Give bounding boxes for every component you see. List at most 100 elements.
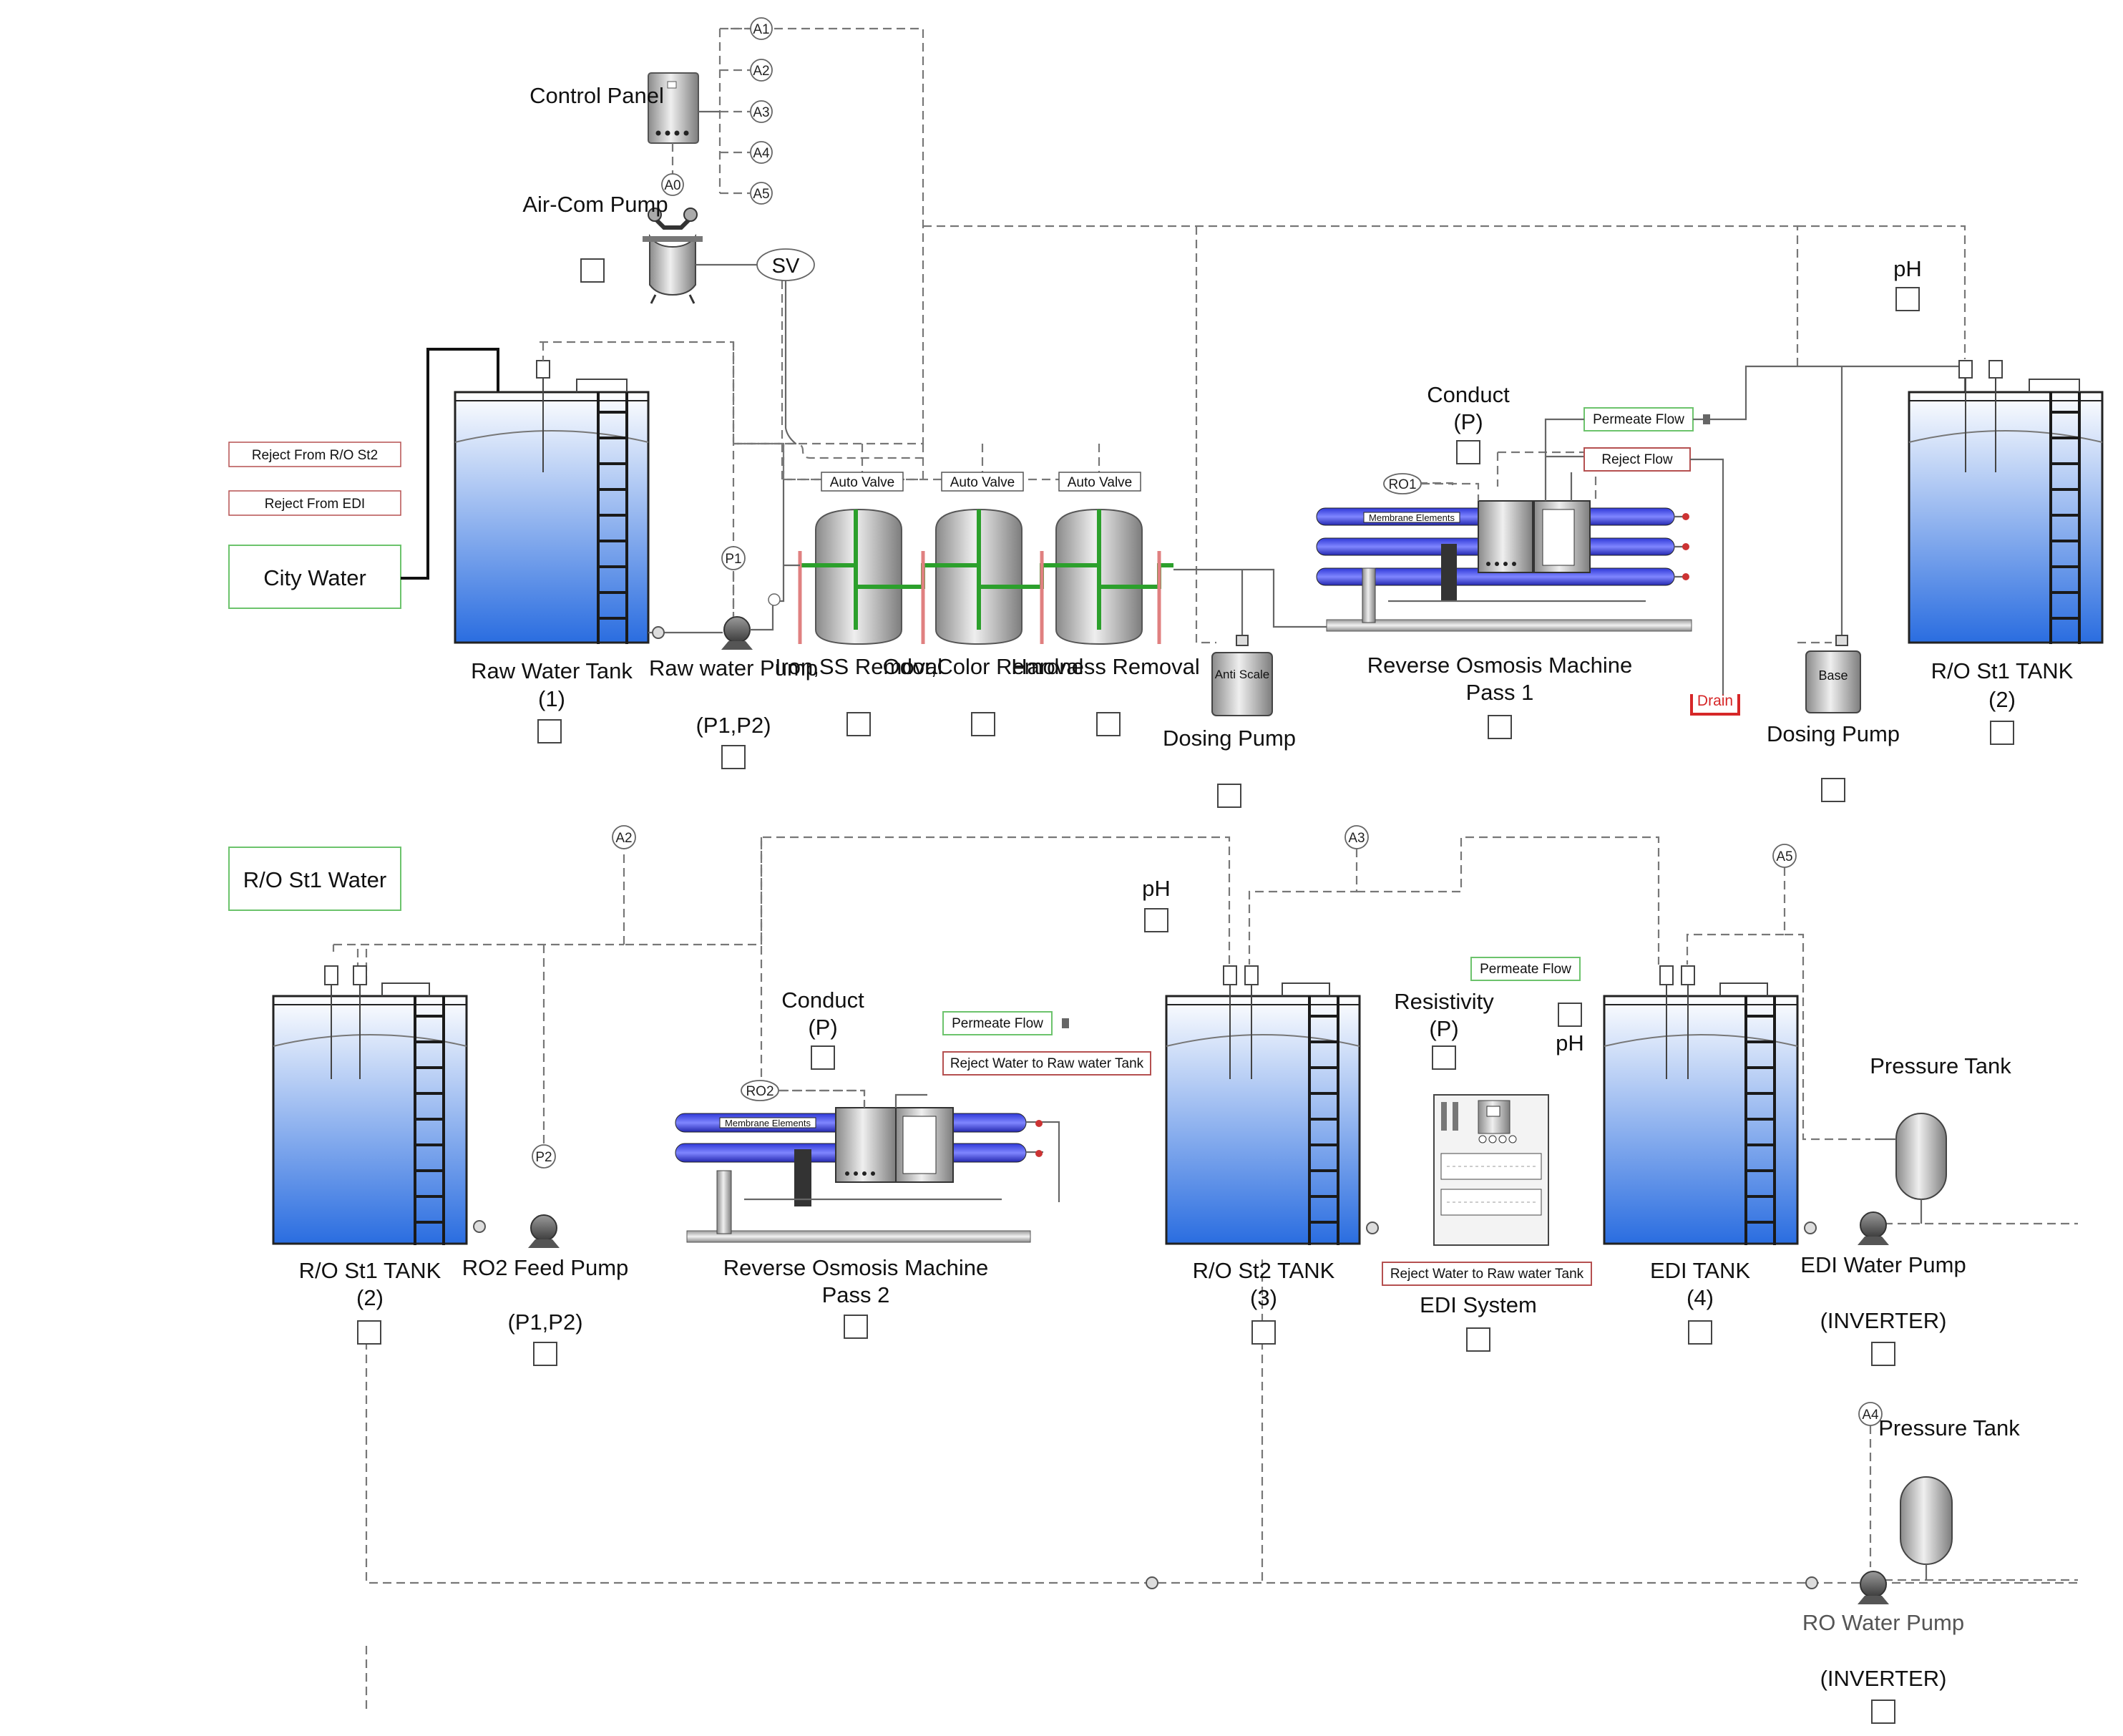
svg-text:A2: A2 bbox=[753, 64, 769, 79]
raw-water-pump-label: Raw water Pump bbox=[649, 655, 818, 681]
valve-icon bbox=[1366, 1221, 1379, 1234]
analyzer-tag-a3-b: A3 bbox=[1344, 825, 1369, 849]
ph-2-label: pH bbox=[1142, 876, 1171, 901]
svg-text:A5: A5 bbox=[753, 187, 769, 202]
checkbox-conduct-1[interactable] bbox=[1456, 440, 1480, 464]
resistivity-sub: (P) bbox=[1429, 1016, 1458, 1041]
checkbox-ro-st1-top[interactable] bbox=[1990, 721, 2014, 745]
svg-text:Permeate Flow: Permeate Flow bbox=[1480, 962, 1571, 977]
dosing-pump-1-label: Dosing Pump bbox=[1163, 726, 1296, 751]
checkbox-ro2-feed[interactable] bbox=[533, 1342, 557, 1366]
filter-vessel-hardness bbox=[979, 508, 1173, 645]
checkbox-edi-tank[interactable] bbox=[1688, 1320, 1712, 1345]
svg-text:Reject Water to Raw water Tank: Reject Water to Raw water Tank bbox=[1390, 1267, 1584, 1282]
checkbox-raw-water-tank[interactable] bbox=[537, 719, 562, 743]
valve-tag-p2: P2 bbox=[532, 1144, 556, 1169]
checkbox-ph-3[interactable] bbox=[1558, 1003, 1582, 1027]
ro-st1-tank-bottom bbox=[272, 965, 468, 1245]
checkbox-ph-1[interactable] bbox=[1895, 287, 1920, 311]
checkbox-ro-pump[interactable] bbox=[1871, 1700, 1895, 1724]
svg-text:RO2: RO2 bbox=[746, 1084, 773, 1099]
valve-icon bbox=[473, 1220, 486, 1233]
reject-to-raw-2-box: Reject Water to Raw water Tank bbox=[1382, 1262, 1592, 1286]
analyzer-tag-a4-b: A4 bbox=[1858, 1402, 1883, 1426]
checkbox-odor[interactable] bbox=[971, 712, 995, 736]
checkbox-ph-2[interactable] bbox=[1144, 908, 1168, 932]
svg-text:A1: A1 bbox=[753, 22, 769, 37]
drain-symbol: Drain bbox=[1690, 693, 1740, 716]
svg-text:A5: A5 bbox=[1776, 849, 1792, 864]
reject-flow-box: Reject Flow bbox=[1583, 447, 1724, 696]
ro-machine-pass-1: Membrane Elements bbox=[1316, 455, 1692, 632]
raw-water-tank-label: Raw Water Tank bbox=[471, 658, 633, 683]
filter-vessel-odor bbox=[856, 508, 1023, 645]
pressure-tank-2 bbox=[1900, 1476, 1953, 1580]
svg-text:SV: SV bbox=[772, 255, 800, 278]
valve-icon bbox=[1805, 1576, 1818, 1589]
svg-text:City Water: City Water bbox=[263, 565, 366, 590]
edi-tank bbox=[1603, 965, 1799, 1245]
svg-text:RO1: RO1 bbox=[1388, 477, 1416, 492]
svg-text:Permeate Flow: Permeate Flow bbox=[952, 1016, 1043, 1031]
edi-system-cabinet bbox=[1433, 1094, 1549, 1246]
svg-text:A4: A4 bbox=[1862, 1408, 1879, 1423]
permeate-flow-2-box: Permeate Flow bbox=[942, 1011, 1069, 1035]
ro-water-pump-label: RO Water Pump bbox=[1802, 1610, 1964, 1635]
svg-text:Reject Water to Raw water Tank: Reject Water to Raw water Tank bbox=[950, 1056, 1144, 1071]
edi-water-pump bbox=[1858, 1211, 1889, 1245]
ro-st1-tank-b-label: R/O St1 TANK bbox=[299, 1258, 441, 1283]
ro2-pass-label: Pass 2 bbox=[822, 1282, 890, 1307]
edi-tank-label: EDI TANK bbox=[1650, 1258, 1750, 1283]
ro-st1-tank-top-no: (2) bbox=[1988, 687, 2016, 712]
anti-scale-dosing-tank: Anti Scale bbox=[1173, 568, 1327, 716]
svg-text:Reject Flow: Reject Flow bbox=[1601, 452, 1673, 467]
checkbox-conduct-2[interactable] bbox=[811, 1045, 835, 1070]
edi-water-pump-label: EDI Water Pump bbox=[1800, 1252, 1966, 1277]
ro2-feed-pump bbox=[528, 1214, 560, 1248]
checkbox-ro-st2[interactable] bbox=[1251, 1320, 1276, 1345]
conduct-2-label: Conduct bbox=[781, 988, 864, 1013]
reject-from-edi-box: Reject From EDI bbox=[228, 490, 401, 516]
checkbox-raw-water-pump[interactable] bbox=[721, 745, 746, 769]
ph-3-label: pH bbox=[1556, 1030, 1584, 1055]
hardness-label: Hardness Removal bbox=[1011, 654, 1200, 679]
checkbox-air-com[interactable] bbox=[580, 258, 605, 283]
svg-text:Base: Base bbox=[1818, 668, 1848, 683]
checkbox-iron[interactable] bbox=[846, 712, 871, 736]
svg-text:Anti Scale: Anti Scale bbox=[1215, 668, 1270, 681]
checkbox-ro2[interactable] bbox=[844, 1315, 868, 1339]
svg-text:A0: A0 bbox=[664, 178, 680, 193]
valve-icon bbox=[1804, 1221, 1817, 1234]
svg-text:Reject From R/O St2: Reject From R/O St2 bbox=[252, 448, 378, 463]
checkbox-dosing-1[interactable] bbox=[1217, 784, 1241, 808]
svg-text:A3: A3 bbox=[1348, 831, 1365, 846]
iron-ss-label: Iron,SS Removal bbox=[775, 654, 942, 679]
control-panel bbox=[648, 72, 720, 175]
control-panel-label: Control Panel bbox=[529, 83, 664, 108]
svg-text:Membrane Elements: Membrane Elements bbox=[725, 1118, 811, 1128]
checkbox-ro1[interactable] bbox=[1488, 715, 1512, 739]
analyzer-tag-a2-b: A2 bbox=[612, 825, 636, 849]
ro-st2-tank-label: R/O St2 TANK bbox=[1193, 1258, 1335, 1283]
svg-text:Auto Valve: Auto Valve bbox=[830, 475, 894, 490]
checkbox-ro-st1-b[interactable] bbox=[357, 1320, 381, 1345]
ro-st1-tank-b-no: (2) bbox=[356, 1285, 384, 1310]
ro-st1-tank-top bbox=[1908, 360, 2104, 644]
edi-tank-no: (4) bbox=[1687, 1285, 1714, 1310]
svg-text:A3: A3 bbox=[753, 105, 769, 120]
raw-water-tank bbox=[454, 342, 650, 644]
valve-tag-p1: P1 bbox=[721, 546, 746, 570]
svg-text:Auto Valve: Auto Valve bbox=[1068, 475, 1132, 490]
checkbox-dosing-2[interactable] bbox=[1821, 778, 1845, 802]
conduct-1-label: Conduct bbox=[1427, 382, 1510, 407]
analyzer-tag-a0: A0 bbox=[661, 173, 684, 196]
checkbox-edi-pump[interactable] bbox=[1871, 1342, 1895, 1366]
valve-icon bbox=[1146, 1576, 1158, 1589]
conduct-1-sub: (P) bbox=[1453, 409, 1483, 434]
valve-tag-ro2: RO2 bbox=[741, 1080, 779, 1101]
checkbox-hardness[interactable] bbox=[1096, 712, 1121, 736]
checkbox-edi-system[interactable] bbox=[1466, 1327, 1490, 1352]
checkbox-resistivity[interactable] bbox=[1432, 1045, 1456, 1070]
permeate-flow-1-box: Permeate Flow bbox=[1544, 365, 1966, 457]
